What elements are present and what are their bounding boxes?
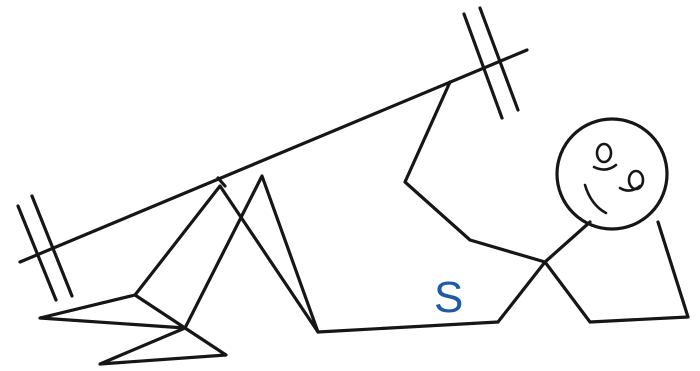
barbell-right-plates [464, 8, 518, 118]
torso [318, 262, 545, 332]
point-label-s: S [434, 273, 463, 322]
head [557, 119, 667, 229]
barbell-left-plates [18, 196, 72, 300]
eyebrow-left [594, 165, 616, 170]
mouth [585, 185, 606, 213]
legs [135, 176, 318, 332]
eye-left [597, 144, 611, 162]
face [585, 144, 643, 213]
arm [405, 82, 545, 262]
shoulder-back [545, 222, 688, 322]
neck-shoulder [545, 222, 590, 262]
